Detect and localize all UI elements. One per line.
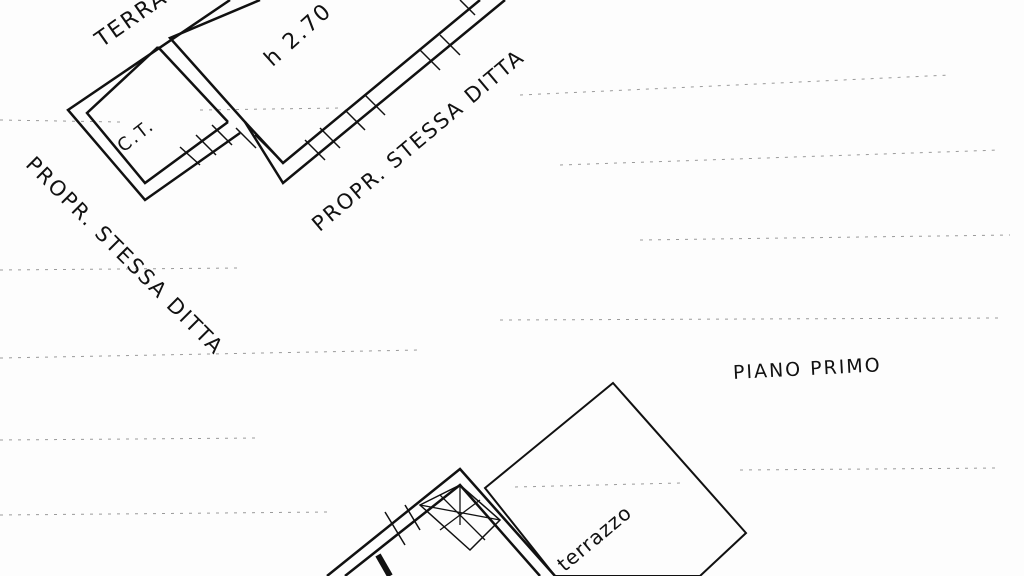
wall-hatch xyxy=(384,504,421,546)
wall-hatch xyxy=(179,0,476,166)
stair-treads xyxy=(419,485,501,541)
terrace-outline xyxy=(483,381,748,576)
first-floor-walls xyxy=(326,381,748,576)
ground-floor-walls xyxy=(66,0,506,202)
scan-noise xyxy=(0,74,1011,516)
